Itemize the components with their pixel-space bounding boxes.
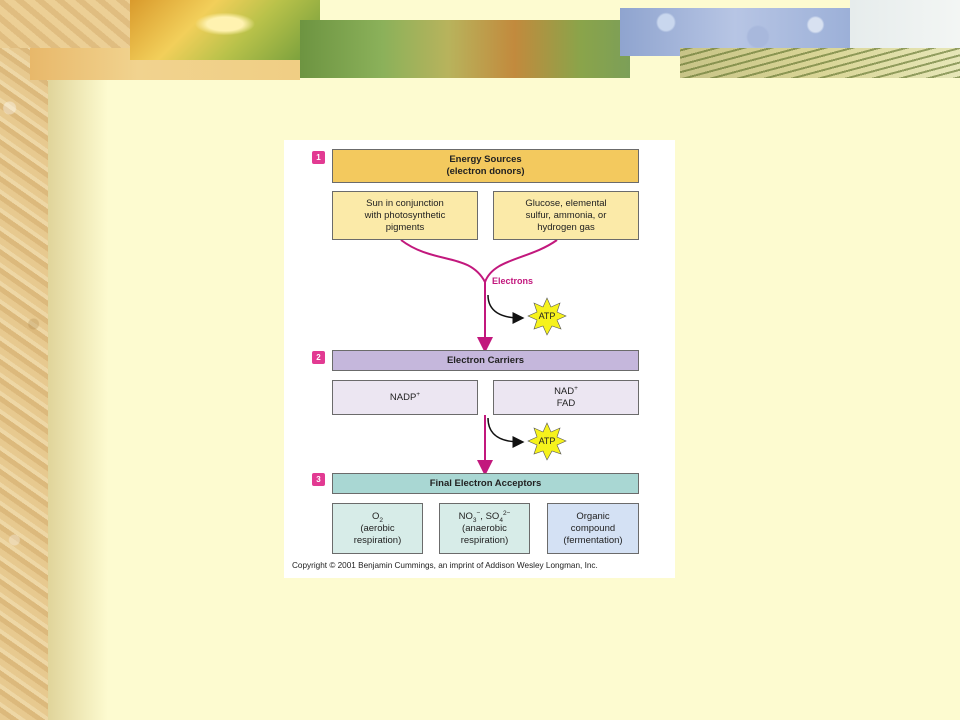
copyright-text: Copyright © 2001 Benjamin Cummings, an i… xyxy=(292,561,598,570)
final-acceptors-header: Final Electron Acceptors xyxy=(332,473,639,494)
arrow-layer xyxy=(400,239,567,476)
energy-source-sun: Sun in conjunction with photosynthetic p… xyxy=(332,191,478,240)
atp-arrow-2 xyxy=(487,417,525,448)
acceptor-organic-compound: Organic compound (fermentation) xyxy=(547,503,639,554)
electrons-label: Electrons xyxy=(492,276,534,286)
acceptor-nitrate-sulfate: NO3−, SO42− (anaerobic respiration) xyxy=(439,503,530,554)
carrier-nadp: NADP+ xyxy=(332,380,478,415)
top-banner-image xyxy=(0,0,960,80)
electron-carriers-header: Electron Carriers xyxy=(332,350,639,371)
carrier-nad-fad: NAD+ FAD xyxy=(493,380,639,415)
step-1-badge: 1 xyxy=(312,151,325,164)
left-shade xyxy=(48,0,108,720)
atp-arrow-1 xyxy=(487,294,525,324)
step-3-badge: 3 xyxy=(312,473,325,486)
energy-sources-header: Energy Sources (electron donors) xyxy=(332,149,639,183)
acceptor-oxygen: O2 (aerobic respiration) xyxy=(332,503,423,554)
electron-transport-figure: 1 2 3 Energy Sources (electron donors) S… xyxy=(284,140,675,578)
electron-flow-left xyxy=(400,239,486,283)
left-texture-strip xyxy=(0,0,48,720)
energy-source-chemical: Glucose, elemental sulfur, ammonia, or h… xyxy=(493,191,639,240)
step-2-badge: 2 xyxy=(312,351,325,364)
electron-flow-right xyxy=(484,239,558,283)
atp-star-2 xyxy=(527,422,567,461)
atp-star-1 xyxy=(527,297,567,336)
atp-label-2: ATP xyxy=(538,436,556,446)
atp-label-1: ATP xyxy=(538,311,556,321)
